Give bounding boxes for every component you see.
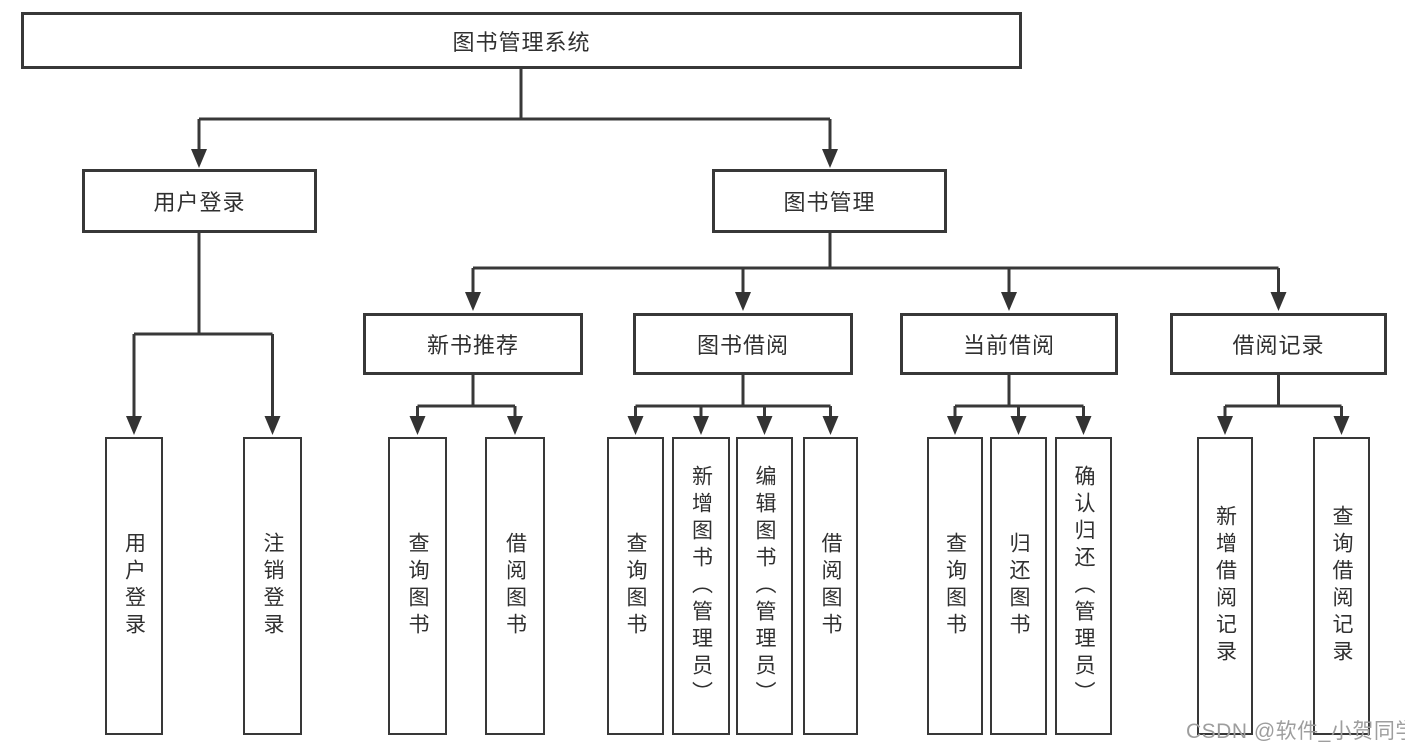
leaf-borrow-books-recommend: 借阅图书: [485, 437, 545, 735]
arrow-icon: [264, 416, 281, 435]
arrow-icon: [756, 416, 773, 435]
node-book-management: 图书管理: [712, 169, 947, 233]
leaf-edit-books-admin: 编辑图书（管理员）: [736, 437, 793, 735]
arrow-icon: [947, 416, 963, 435]
leaf-query-books-current: 查询图书: [927, 437, 983, 735]
leaf-borrow-books: 借阅图书: [803, 437, 858, 735]
leaf-confirm-return-admin: 确认归还（管理员）: [1055, 437, 1112, 735]
arrow-icon: [1010, 416, 1027, 435]
leaf-logout: 注销登录: [243, 437, 302, 735]
edge-current-borrow-split: [953, 375, 1085, 418]
node-new-book-recommend: 新书推荐: [363, 313, 583, 375]
arrow-icon: [126, 416, 142, 435]
leaf-return-books: 归还图书: [990, 437, 1047, 735]
arrow-icon: [693, 416, 709, 435]
arrow-icon: [1217, 416, 1233, 435]
node-user-login: 用户登录: [82, 169, 317, 233]
node-root: 图书管理系统: [21, 12, 1022, 69]
arrow-icon: [1333, 416, 1350, 435]
leaf-query-borrow-record: 查询借阅记录: [1313, 437, 1370, 735]
arrow-icon: [507, 416, 523, 435]
arrow-icon: [822, 149, 838, 168]
leaf-user-login: 用户登录: [105, 437, 163, 735]
leaf-add-books-admin: 新增图书（管理员）: [672, 437, 730, 735]
arrow-icon: [1270, 292, 1287, 311]
edge-user-login-split: [132, 233, 274, 418]
edge-book-mgmt-split: [471, 233, 1280, 294]
arrow-icon: [822, 416, 839, 435]
arrow-icon: [191, 149, 207, 168]
edge-root-split: [197, 69, 832, 151]
node-borrow-records: 借阅记录: [1170, 313, 1387, 375]
arrow-icon: [1075, 416, 1092, 435]
arrow-icon: [465, 292, 481, 311]
arrow-icon: [627, 416, 644, 435]
arrow-icon: [1001, 292, 1017, 311]
edge-book-borrow-split: [634, 375, 832, 418]
leaf-query-books-recommend: 查询图书: [388, 437, 447, 735]
node-current-borrow: 当前借阅: [900, 313, 1118, 375]
csdn-watermark: CSDN @软件_小贺同学: [1186, 720, 1405, 743]
leaf-query-books-borrow: 查询图书: [607, 437, 664, 735]
arrow-icon: [409, 416, 426, 435]
edge-borrow-records-split: [1223, 375, 1343, 418]
node-book-borrow: 图书借阅: [633, 313, 853, 375]
arrow-icon: [735, 292, 751, 311]
edge-new-book-split: [416, 375, 517, 418]
leaf-add-borrow-record: 新增借阅记录: [1197, 437, 1253, 735]
